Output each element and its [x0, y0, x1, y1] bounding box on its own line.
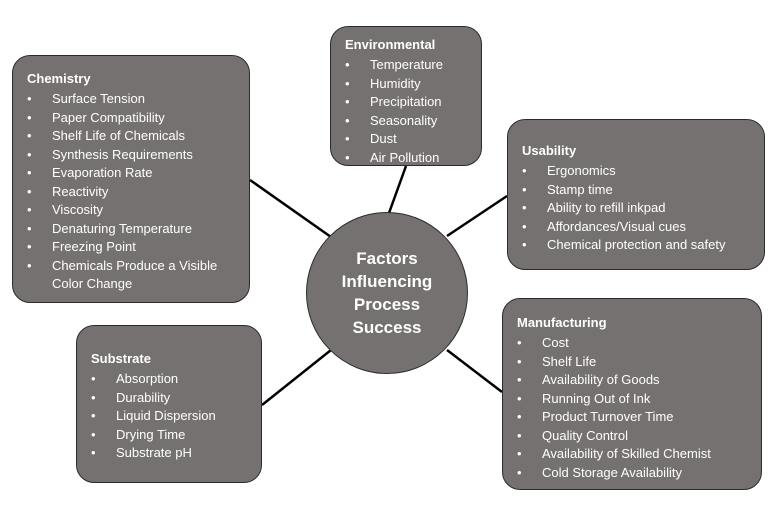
list-item: Shelf Life	[517, 353, 751, 372]
list-item: Viscosity	[27, 201, 239, 220]
list-item: Ergonomics	[522, 162, 754, 181]
list-item: Absorption	[91, 370, 251, 389]
list-item: Synthesis Requirements	[27, 146, 239, 165]
list-item: Cold Storage Availability	[517, 464, 751, 483]
list-item: Affordances/Visual cues	[522, 218, 754, 237]
substrate-list: Absorption Durability Liquid Dispersion …	[91, 370, 251, 463]
connector-usability	[446, 194, 508, 238]
chemistry-box: Chemistry Surface Tension Paper Compatib…	[12, 55, 250, 303]
substrate-title: Substrate	[91, 351, 151, 366]
list-item: Paper Compatibility	[27, 109, 239, 128]
chemistry-list: Surface Tension Paper Compatibility Shel…	[27, 90, 239, 294]
list-item: Chemical protection and safety	[522, 236, 754, 255]
list-item: Seasonality	[345, 112, 471, 131]
list-item: Dust	[345, 130, 471, 149]
list-item: Availability of Goods	[517, 371, 751, 390]
manufacturing-box: Manufacturing Cost Shelf Life Availabili…	[502, 298, 762, 490]
list-item: Availability of Skilled Chemist	[517, 445, 751, 464]
connector-substrate	[261, 349, 332, 406]
list-item: Shelf Life of Chemicals	[27, 127, 239, 146]
chemistry-title: Chemistry	[27, 71, 91, 86]
list-item: Drying Time	[91, 426, 251, 445]
environmental-box: Environmental Temperature Humidity Preci…	[330, 26, 482, 167]
connector-environmental	[387, 165, 408, 214]
list-item: Liquid Dispersion	[91, 407, 251, 426]
list-item: Evaporation Rate	[27, 164, 239, 183]
list-item: Surface Tension	[27, 90, 239, 109]
list-item: Humidity	[345, 75, 471, 94]
center-circle: Factors Influencing Process Success	[306, 212, 468, 374]
list-item: Substrate pH	[91, 444, 251, 463]
connector-chemistry	[249, 178, 332, 239]
list-item: Denaturing Temperature	[27, 220, 239, 239]
list-item: Cost	[517, 334, 751, 353]
list-item: Running Out of Ink	[517, 390, 751, 409]
environmental-list: Temperature Humidity Precipitation Seaso…	[345, 56, 471, 167]
list-item: Product Turnover Time	[517, 408, 751, 427]
usability-list: Ergonomics Stamp time Ability to refill …	[522, 162, 754, 255]
usability-box: Usability Ergonomics Stamp time Ability …	[507, 119, 765, 270]
list-item: Ability to refill inkpad	[522, 199, 754, 218]
environmental-title: Environmental	[345, 37, 436, 52]
manufacturing-title: Manufacturing	[517, 315, 607, 330]
list-item: Stamp time	[522, 181, 754, 200]
connector-manufacturing	[446, 349, 503, 393]
list-item: Reactivity	[27, 183, 239, 202]
usability-title: Usability	[522, 143, 577, 158]
list-item: Air Pollution	[345, 149, 471, 168]
manufacturing-list: Cost Shelf Life Availability of Goods Ru…	[517, 334, 751, 482]
list-item: Freezing Point	[27, 238, 239, 257]
list-item: Quality Control	[517, 427, 751, 446]
center-title: Factors Influencing Process Success	[341, 249, 433, 337]
substrate-box: Substrate Absorption Durability Liquid D…	[76, 325, 262, 483]
list-item: Temperature	[345, 56, 471, 75]
list-item: Durability	[91, 389, 251, 408]
list-item: Precipitation	[345, 93, 471, 112]
list-item: Chemicals Produce a Visible Color Change	[27, 257, 239, 294]
